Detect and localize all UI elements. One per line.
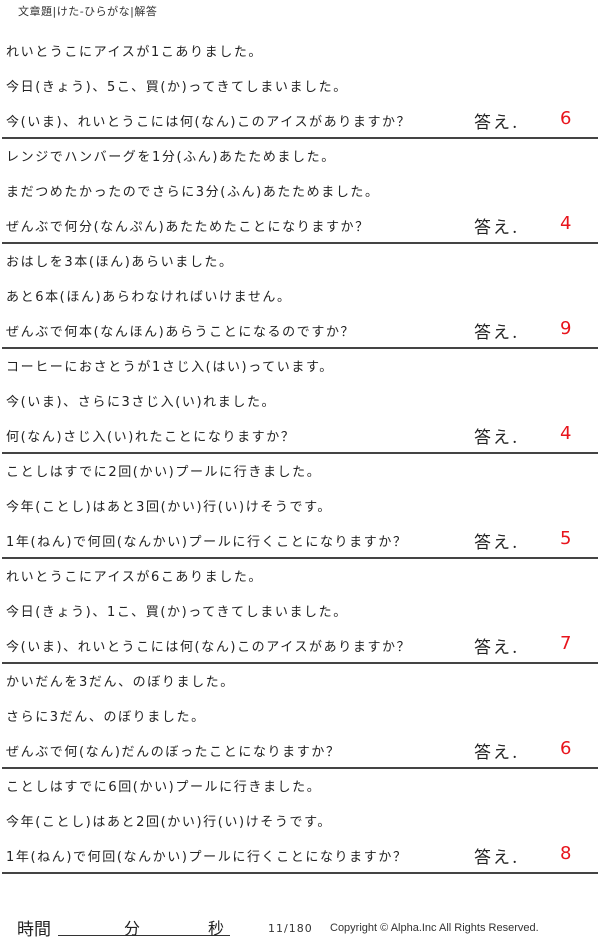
answer-label: 答え. (474, 428, 520, 448)
copyright-notice: Copyright © Alpha.Inc All Rights Reserve… (330, 922, 539, 934)
answer-value: 7 (560, 633, 572, 654)
problem-line: おはしを3本(ほん)あらいました。 (6, 255, 234, 270)
problem-question: ぜんぶで何分(なんぷん)あたためたことになりますか？ (6, 220, 370, 235)
problem-line: れいとうこにアイスが6こありました。 (6, 570, 264, 585)
problem-line: 今日(きょう)、1こ、買(か)ってきてしまいました。 (6, 605, 348, 620)
problem-question: 1年(ねん)で何回(なんかい)プールに行くことになりますか？ (6, 535, 408, 550)
time-label: 時間 (17, 920, 51, 940)
answer-value: 8 (560, 843, 572, 864)
problem-line: れいとうこにアイスが1こありました。 (6, 45, 264, 60)
divider (2, 242, 598, 244)
answer-value: 6 (560, 738, 572, 759)
divider (2, 662, 598, 664)
answer-label: 答え. (474, 218, 520, 238)
divider (2, 137, 598, 139)
problem-line: 今日(きょう)、5こ、買(か)ってきてしまいました。 (6, 80, 348, 95)
problem-8: ことしはすでに6回(かい)プールに行きました。 今年(ことし)はあと2回(かい)… (0, 770, 600, 875)
answer-label: 答え. (474, 113, 520, 133)
divider (2, 452, 598, 454)
problem-2: レンジでハンバーグを1分(ふん)あたためました。 まだつめたかったのでさらに3分… (0, 140, 600, 245)
time-input-line[interactable] (58, 935, 230, 936)
problem-5: ことしはすでに2回(かい)プールに行きました。 今年(ことし)はあと3回(かい)… (0, 455, 600, 560)
divider (2, 872, 598, 874)
problem-question: 1年(ねん)で何回(なんかい)プールに行くことになりますか？ (6, 850, 408, 865)
divider (2, 557, 598, 559)
divider (2, 347, 598, 349)
problem-line: 今年(ことし)はあと3回(かい)行(い)けそうです。 (6, 500, 333, 515)
problem-line: まだつめたかったのでさらに3分(ふん)あたためました。 (6, 185, 380, 200)
answer-value: 6 (560, 108, 572, 129)
answer-label: 答え. (474, 533, 520, 553)
answer-label: 答え. (474, 323, 520, 343)
page-number: 11/180 (268, 922, 313, 935)
problem-line: ことしはすでに2回(かい)プールに行きました。 (6, 465, 322, 480)
answer-value: 5 (560, 528, 572, 549)
problem-line: 今年(ことし)はあと2回(かい)行(い)けそうです。 (6, 815, 333, 830)
problem-question: ぜんぶで何本(なんほん)あらうことになるのですか？ (6, 325, 356, 340)
problem-question: ぜんぶで何(なん)だんのぼったことになりますか？ (6, 745, 341, 760)
answer-label: 答え. (474, 638, 520, 658)
problem-7: かいだんを3だん、のぼりました。 さらに3だん、のぼりました。 ぜんぶで何(なん… (0, 665, 600, 770)
footer: 時間 分 秒 11/180 Copyright © Alpha.Inc All … (0, 905, 600, 943)
minutes-label: 分 (124, 919, 141, 938)
answer-label: 答え. (474, 743, 520, 763)
divider (2, 767, 598, 769)
worksheet-title: 文章題|けた-ひらがな|解答 (18, 5, 158, 18)
problem-line: ことしはすでに6回(かい)プールに行きました。 (6, 780, 322, 795)
answer-value: 4 (560, 213, 572, 234)
problem-question: 今(いま)、れいとうこには何(なん)このアイスがありますか？ (6, 115, 412, 130)
problem-4: コーヒーにおさとうが1さじ入(はい)っています。 今(いま)、さらに3さじ入(い… (0, 350, 600, 455)
problem-question: 何(なん)さじ入(い)れたことになりますか？ (6, 430, 296, 445)
problem-line: 今(いま)、さらに3さじ入(い)れました。 (6, 395, 277, 410)
problem-1: れいとうこにアイスが1こありました。 今日(きょう)、5こ、買(か)ってきてしま… (0, 35, 600, 140)
problem-line: コーヒーにおさとうが1さじ入(はい)っています。 (6, 360, 334, 375)
problem-list: れいとうこにアイスが1こありました。 今日(きょう)、5こ、買(か)ってきてしま… (0, 35, 600, 875)
answer-value: 4 (560, 423, 572, 444)
answer-value: 9 (560, 318, 572, 339)
problem-line: あと6本(ほん)あらわなければいけません。 (6, 290, 292, 305)
problem-6: れいとうこにアイスが6こありました。 今日(きょう)、1こ、買(か)ってきてしま… (0, 560, 600, 665)
problem-line: かいだんを3だん、のぼりました。 (6, 675, 235, 690)
problem-3: おはしを3本(ほん)あらいました。 あと6本(ほん)あらわなければいけません。 … (0, 245, 600, 350)
problem-line: さらに3だん、のぼりました。 (6, 710, 206, 725)
problem-question: 今(いま)、れいとうこには何(なん)このアイスがありますか？ (6, 640, 412, 655)
seconds-label: 秒 (208, 919, 225, 938)
problem-line: レンジでハンバーグを1分(ふん)あたためました。 (6, 150, 336, 165)
answer-label: 答え. (474, 848, 520, 868)
